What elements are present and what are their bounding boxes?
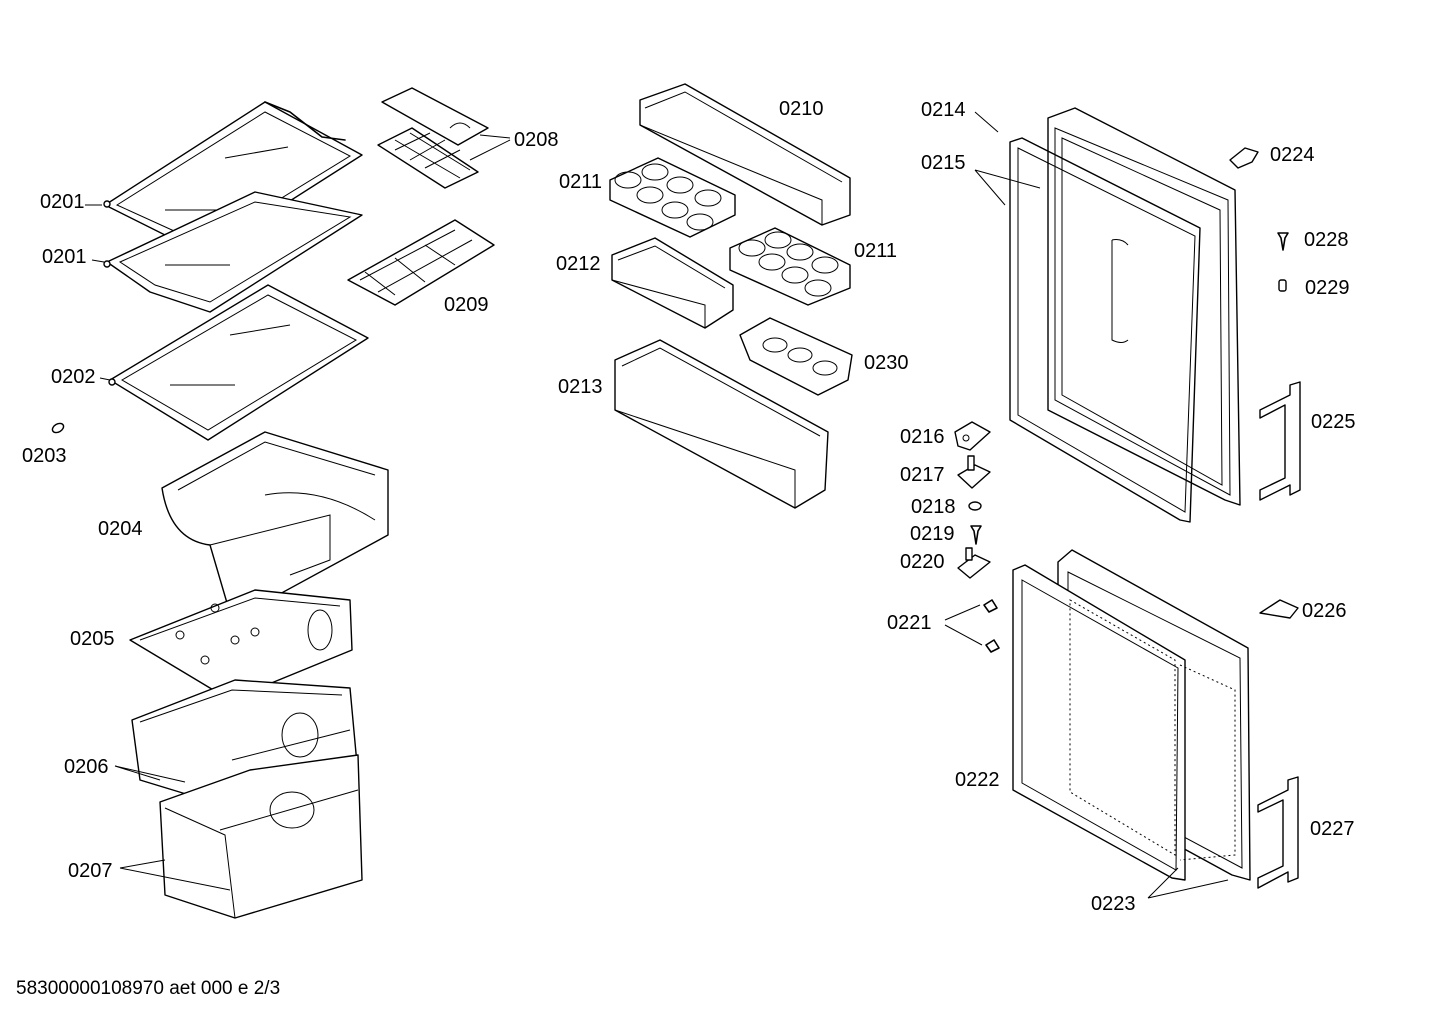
screw-0219: [970, 525, 982, 545]
document-reference: 58300000108970 aet 000 e 2/3: [16, 978, 281, 999]
shelf-clip-0203: [51, 422, 65, 434]
label-0217: 0217: [900, 464, 945, 486]
hinge-cover-0226: [1259, 599, 1299, 619]
egg-tray-0211-left: [609, 157, 736, 238]
crisper-bin-0204: [161, 431, 389, 621]
label-0220: 0220: [900, 551, 945, 573]
label-0227: 0227: [1310, 818, 1355, 840]
label-0221: 0221: [887, 612, 932, 634]
label-0201-top: 0201: [40, 191, 85, 213]
label-0226: 0226: [1302, 600, 1347, 622]
egg-tray-0211-right: [729, 227, 851, 306]
label-0228: 0228: [1304, 229, 1349, 251]
glass-shelf-0202: [108, 284, 369, 441]
label-0207: 0207: [68, 860, 113, 882]
label-0205: 0205: [70, 628, 115, 650]
label-0202: 0202: [51, 366, 96, 388]
leader-lines: [85, 111, 1229, 899]
label-0219: 0219: [910, 523, 955, 545]
label-0230: 0230: [864, 352, 909, 374]
door-bin-0213: [614, 339, 829, 509]
label-0212: 0212: [556, 253, 601, 275]
label-0215: 0215: [921, 152, 966, 174]
door-handle-0227: [1257, 776, 1299, 889]
label-0214: 0214: [921, 99, 966, 121]
washer-0218: [968, 501, 982, 511]
door-bin-0210: [639, 83, 851, 226]
hinge-0216: [954, 421, 991, 451]
label-0203: 0203: [22, 445, 67, 467]
cap-0229: [1278, 279, 1287, 292]
part-labels: 0201 0201 0202 0203 0204 0205 0206 0207 …: [22, 98, 1356, 915]
label-0211-right: 0211: [854, 240, 897, 262]
door-bin-0212: [611, 237, 734, 329]
door-gasket-0215: [1009, 137, 1201, 523]
screw-0228: [1277, 232, 1289, 251]
door-handle-0225: [1259, 381, 1301, 501]
label-0229: 0229: [1305, 277, 1350, 299]
butter-dish-0230: [739, 317, 853, 396]
glass-shelf-second: [103, 191, 363, 313]
upper-door-0214: [1047, 107, 1241, 506]
door-gasket-0223: [1012, 564, 1236, 881]
label-0210: 0210: [779, 98, 824, 120]
label-0224: 0224: [1270, 144, 1315, 166]
ice-tray-0208: [377, 87, 489, 189]
label-0206: 0206: [64, 756, 109, 778]
label-0209: 0209: [444, 294, 489, 316]
label-0211-left: 0211: [559, 171, 602, 193]
label-0213: 0213: [558, 376, 603, 398]
label-0218: 0218: [911, 496, 956, 518]
label-0201-second: 0201: [42, 246, 87, 268]
label-0222: 0222: [955, 769, 1000, 791]
hinge-pin-0217: [957, 455, 991, 489]
pins-0221: [944, 599, 1000, 653]
hinge-0220: [957, 547, 991, 579]
label-0204: 0204: [98, 518, 143, 540]
hinge-cover-0224: [1229, 147, 1259, 169]
label-0208: 0208: [514, 129, 559, 151]
freezer-drawer-0207: [159, 754, 363, 919]
label-0216: 0216: [900, 426, 945, 448]
label-0225: 0225: [1311, 411, 1356, 433]
label-0223: 0223: [1091, 893, 1136, 915]
tray-0209: [347, 219, 495, 306]
